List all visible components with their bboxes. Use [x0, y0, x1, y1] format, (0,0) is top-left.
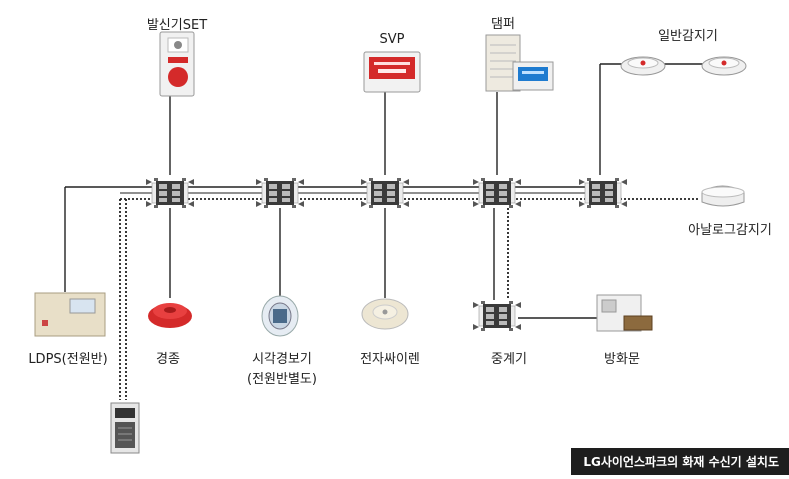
relay-module-1: [145, 177, 195, 209]
relay-module-2: [255, 177, 305, 209]
transmitter-set-label: 발신기SET: [146, 18, 208, 33]
siren-label: 전자싸이렌: [360, 352, 420, 367]
general-detector-label: 일반감지기: [658, 29, 718, 44]
ldps-power-panel: [34, 292, 106, 337]
fire-receiver-cabinet: [110, 402, 140, 454]
bell-label: 경종: [156, 352, 180, 367]
visual-alarm-device: [261, 295, 299, 337]
branch-lines: [169, 63, 703, 319]
svp-device: [363, 51, 421, 93]
relay-module-standalone: [472, 300, 522, 332]
diagram-caption: LG사이언스파크의 화재 수신기 설치도: [571, 448, 789, 475]
visual-alarm-label-line2: (전원반별도): [247, 372, 317, 387]
relay-module-4: [472, 177, 522, 209]
general-detector-1: [620, 56, 666, 76]
fire-door-label: 방화문: [604, 352, 640, 367]
main-bus-lines: [64, 186, 700, 400]
damper-device: [485, 34, 554, 92]
ldps-label: LDPS(전원반): [28, 352, 108, 367]
electronic-siren-device: [361, 298, 409, 330]
fire-door-device: [596, 294, 653, 332]
visual-alarm-label-line1: 시각경보기: [252, 352, 312, 367]
bell-device: [148, 303, 192, 328]
relay-label: 중계기: [491, 352, 527, 367]
svp-label: SVP: [379, 32, 405, 47]
analog-detector-label: 아날로그감지기: [688, 223, 772, 238]
analog-detector-device: [701, 185, 745, 207]
general-detector-2: [701, 56, 747, 76]
transmitter-set-device: [159, 31, 195, 97]
relay-module-3: [360, 177, 410, 209]
damper-label: 댐퍼: [491, 17, 515, 32]
relay-module-5: [578, 177, 628, 209]
